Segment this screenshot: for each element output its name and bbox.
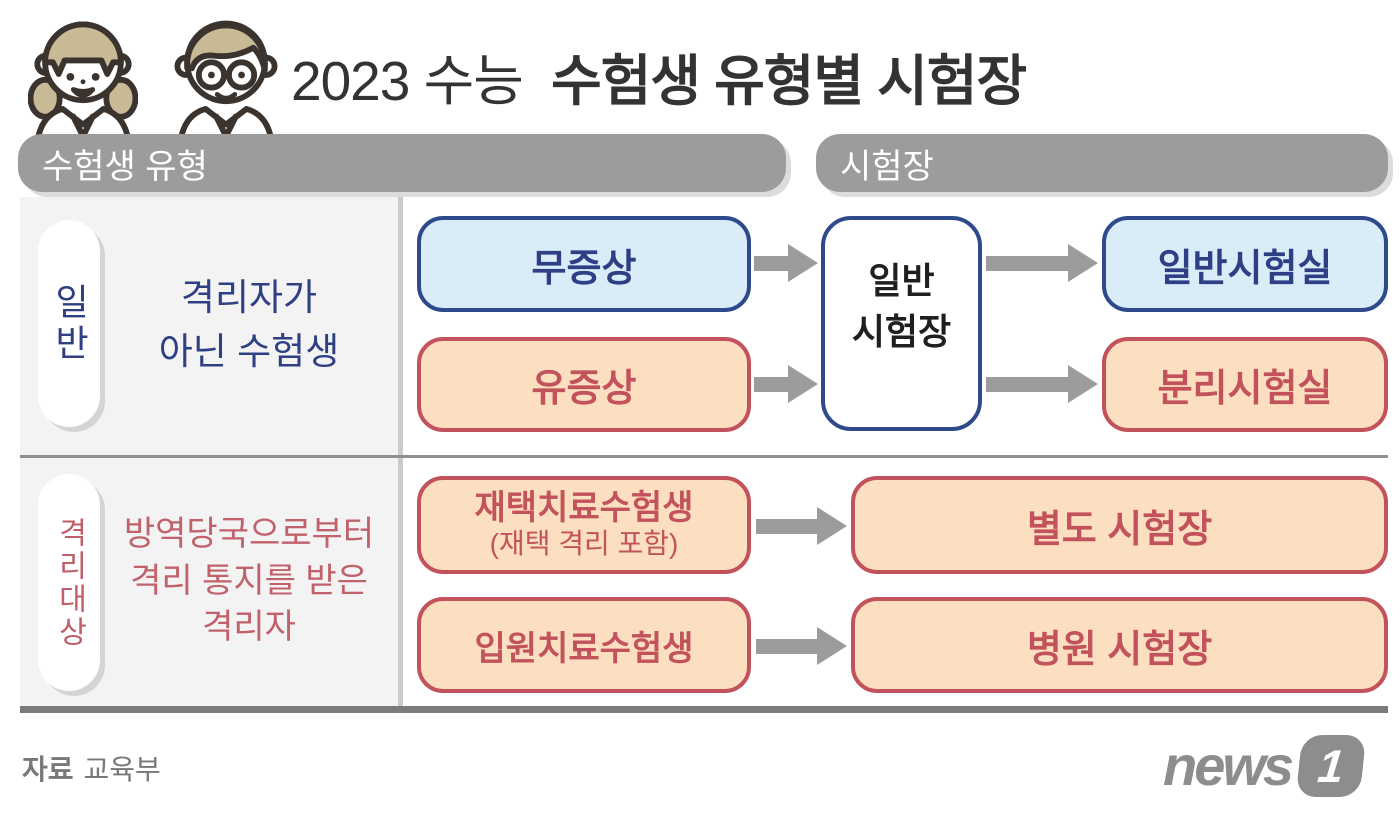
home-treatment-label: 재택치료수험생 (474, 489, 694, 528)
symptomatic-box: 유증상 (417, 337, 751, 432)
row-divider (20, 455, 1388, 458)
separate-room-box: 분리시험실 (1102, 337, 1388, 432)
hospital-treatment-box: 입원치료수험생 (417, 597, 751, 693)
title-year: 2023 수능 (291, 50, 524, 112)
boy-student-icon (168, 6, 284, 145)
news1-logo-number: 1 (1315, 739, 1347, 792)
asymptomatic-label: 무증상 (531, 247, 637, 290)
source-credit: 자료 교육부 (22, 748, 161, 788)
column-divider (398, 197, 403, 706)
general-room-label: 일반시험실 (1157, 247, 1333, 290)
hospital-site-label: 병원 시험장 (1026, 628, 1213, 671)
column-header-examinee-type-label: 수험생 유형 (42, 147, 208, 186)
page-title: 2023 수능 수험생 유형별 시험장 (291, 36, 1027, 116)
column-header-examinee-type: 수험생 유형 (18, 134, 786, 192)
general-room-box: 일반시험실 (1102, 216, 1388, 312)
separate-site-box: 별도 시험장 (851, 476, 1388, 574)
news1-logo-text: news (1163, 734, 1294, 797)
hospital-site-box: 병원 시험장 (851, 597, 1388, 693)
source-label: 자료 (22, 754, 74, 785)
column-header-exam-site: 시험장 (816, 134, 1388, 192)
category-pill-general: 일반 (38, 220, 100, 427)
arrow-right-icon (756, 627, 847, 665)
general-exam-site-hub-box: 일반 시험장 (821, 216, 982, 431)
source-value: 교육부 (83, 754, 161, 785)
arrow-right-icon (756, 507, 847, 545)
table-bottom-bar (20, 706, 1388, 713)
separate-room-label: 분리시험실 (1157, 368, 1333, 410)
category-pill-quarantine: 격리대상 (38, 474, 100, 691)
arrow-right-icon (754, 365, 818, 403)
hospital-treatment-label: 입원치료수험생 (474, 629, 694, 668)
description-general: 격리자가 아닌 수험생 (158, 277, 340, 372)
separate-site-label: 별도 시험장 (1026, 508, 1213, 551)
symptomatic-label: 유증상 (531, 368, 637, 410)
home-treatment-box: 재택치료수험생 (재택 격리 포함) (417, 476, 751, 574)
news1-logo-badge: 1 (1295, 734, 1367, 797)
girl-student-icon (27, 6, 139, 145)
description-quarantine: 방역당국으로부터 격리 통지를 받은 격리자 (123, 514, 375, 647)
title-main: 수험생 유형별 시험장 (551, 50, 1027, 112)
arrow-right-icon (986, 365, 1098, 403)
home-treatment-note: (재택 격리 포함) (489, 527, 679, 559)
arrow-right-icon (754, 244, 818, 282)
category-general-label: 일반 (49, 282, 90, 365)
asymptomatic-box: 무증상 (417, 216, 751, 312)
arrow-right-icon (986, 244, 1098, 282)
column-header-exam-site-label: 시험장 (840, 147, 934, 186)
news1-logo: news 1 (1163, 733, 1367, 798)
category-quarantine-label: 격리대상 (53, 516, 86, 649)
